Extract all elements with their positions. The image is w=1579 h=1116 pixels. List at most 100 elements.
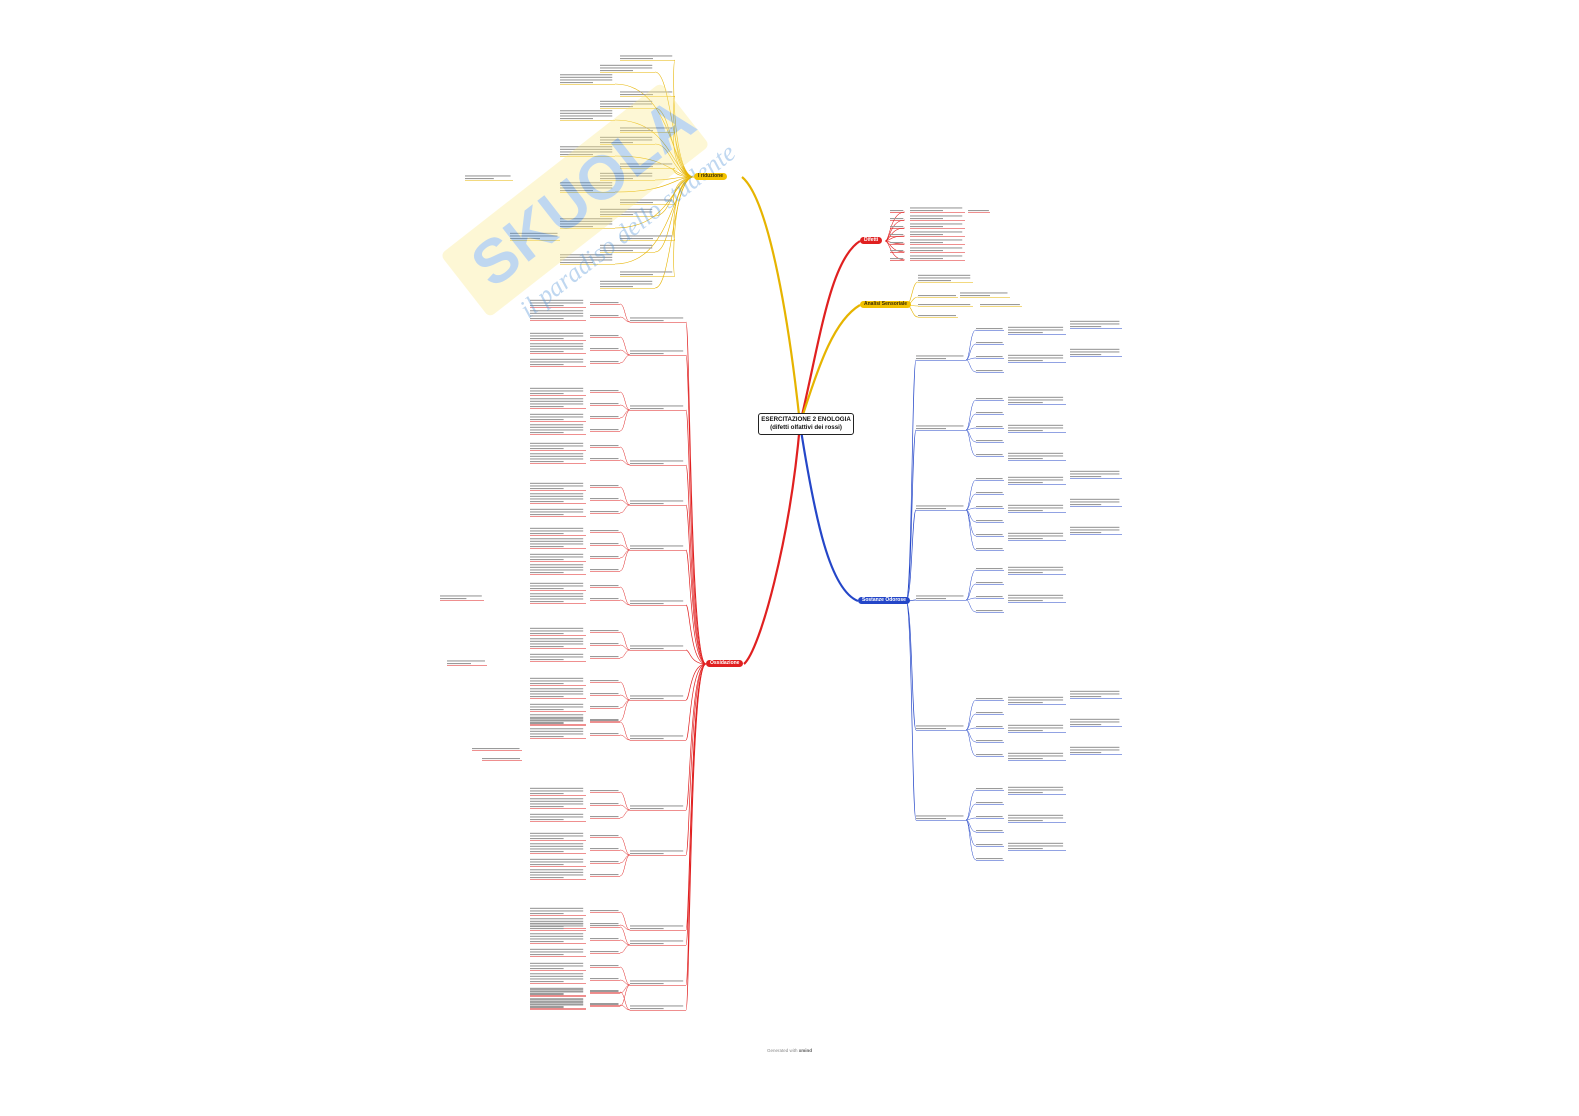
node-ossidazione-leaf: [530, 627, 586, 636]
node-ossidazione-leaf: [530, 564, 586, 575]
edge-ossidazione-sub: [619, 486, 631, 506]
node-ossidazione-sub: [590, 416, 620, 419]
edge-sostanze-group: [905, 429, 917, 602]
node-riduzione-leaf: [560, 254, 615, 265]
node-sostanze-sub: [976, 582, 1004, 585]
node-ossidazione-far: [447, 660, 487, 666]
central-topic[interactable]: ESERCITAZIONE 2 ENOLOGIA (difetti olfatt…: [758, 413, 854, 435]
edge-ossidazione-sub: [619, 404, 631, 411]
node-ossidazione-sub: [590, 1004, 620, 1007]
node-ossidazione-sub: [590, 925, 620, 928]
node-sostanze-sub: [976, 610, 1004, 613]
node-sostanze-sub: [976, 342, 1004, 345]
node-ossidazione-leaf: [530, 453, 586, 464]
node-ossidazione-sub: [590, 848, 620, 851]
node-ossidazione-sub: [590, 910, 620, 913]
branch-ossidazione[interactable]: Ossidazione: [706, 660, 744, 667]
node-ossidazione-sub: [590, 485, 620, 488]
node-ossidazione-sub: [590, 598, 620, 601]
edge-sostanze-sub: [965, 343, 977, 361]
node-ossidazione-sub: [590, 816, 620, 819]
node-riduzione-leaf: [560, 218, 615, 229]
edge-sostanze-sub: [965, 413, 977, 431]
node-sostanze-group: [916, 595, 966, 601]
edge-sostanze-sub: [965, 819, 977, 861]
node-ossidazione-group: [630, 500, 686, 506]
node-difetti-leaf: [910, 231, 965, 237]
node-ossidazione-leaf: [530, 703, 586, 712]
node-sostanze-leaf: [1008, 424, 1066, 433]
edge-ossidazione-group: [685, 663, 707, 856]
node-riduzione-leaf: [600, 172, 655, 181]
node-ossidazione-leaf: [530, 933, 586, 944]
footer-prefix: Generated with: [766, 1048, 798, 1053]
edge-ossidazione-group: [685, 464, 707, 665]
edge-sostanze-sub: [965, 329, 977, 361]
edge-ossidazione-sub: [619, 531, 631, 551]
edge-analisi: [798, 304, 861, 425]
edge-ossidazione-sub: [619, 911, 631, 931]
node-ossidazione-sub: [590, 1003, 620, 1006]
node-ossidazione-leaf: [530, 653, 586, 662]
node-ossidazione-far: [472, 748, 522, 751]
branch-difetti[interactable]: Difetti: [860, 237, 883, 244]
edge-riduzione-leaf: [654, 107, 695, 178]
node-ossidazione-sub: [590, 720, 620, 723]
node-riduzione-leaf: [560, 74, 615, 85]
edge-sostanze-sub: [965, 803, 977, 821]
node-ossidazione-leaf: [530, 843, 586, 854]
edge-riduzione-leaf: [654, 176, 695, 289]
edge-ossidazione-group: [685, 504, 707, 665]
node-analisi-leaf: [918, 304, 973, 307]
node-ossidazione-sub: [590, 445, 620, 448]
node-sostanze-sub: [976, 830, 1004, 833]
edge-ossidazione-sub: [619, 979, 631, 986]
node-sostanze-sub: [976, 712, 1004, 715]
edge-ossidazione-group: [685, 663, 707, 1011]
node-ossidazione-leaf: [530, 310, 586, 321]
node-sostanze-leaf: [1008, 594, 1066, 603]
node-ossidazione-leaf: [530, 582, 586, 591]
edge-sostanze-sub: [965, 789, 977, 821]
edge-sostanze-sub: [965, 729, 977, 757]
node-riduzione-leaf: [560, 146, 615, 157]
edge-ossidazione-group: [685, 604, 707, 665]
edge-difetti: [798, 240, 861, 425]
branch-riduzione[interactable]: I riduzione: [694, 173, 727, 180]
edge-sostanze-sub: [965, 819, 977, 847]
edge-ossidazione-sub: [619, 336, 631, 356]
edge-ossidazione-sub: [619, 544, 631, 551]
node-ossidazione-sub: [590, 680, 620, 683]
node-sostanze-sub: [976, 844, 1004, 847]
node-ossidazione-sub: [590, 390, 620, 393]
node-sostanze-deep: [1070, 348, 1122, 357]
node-sostanze-group: [916, 815, 966, 821]
edge-ossidazione-sub: [619, 721, 631, 741]
node-riduzione-leaf: [600, 244, 655, 253]
branch-sostanze-odorose[interactable]: Sostanze Odorose: [858, 597, 910, 604]
node-riduzione-leaf: [620, 199, 675, 205]
node-riduzione-leaf: [600, 136, 655, 145]
edge-ossidazione-sub: [619, 391, 631, 411]
node-sostanze-leaf: [1008, 452, 1066, 461]
edge-sostanze-sub: [965, 357, 977, 361]
node-ossidazione-leaf: [530, 482, 586, 491]
edge-sostanze-sub: [965, 479, 977, 511]
node-difetti-code: [890, 242, 904, 245]
node-ossidazione-leaf: [530, 508, 586, 517]
edge-sostanze-sub: [965, 583, 977, 601]
node-sostanze-sub: [976, 788, 1004, 791]
branch-analisi-sensoriale[interactable]: Analisi Sensoriale: [860, 301, 912, 308]
edge-ossidazione-group: [685, 663, 707, 701]
node-ossidazione-group: [630, 940, 686, 946]
node-ossidazione-leaf: [530, 527, 586, 536]
node-ossidazione-leaf: [530, 343, 586, 354]
node-ossidazione-leaf: [530, 813, 586, 822]
edge-ossidazione-sub: [619, 631, 631, 651]
node-ossidazione-group: [630, 317, 686, 323]
node-ossidazione-group: [630, 980, 686, 986]
node-ossidazione-group: [630, 405, 686, 411]
node-ossidazione-group: [630, 460, 686, 466]
node-sostanze-sub: [976, 328, 1004, 331]
edge-ossidazione-sub: [619, 694, 631, 701]
